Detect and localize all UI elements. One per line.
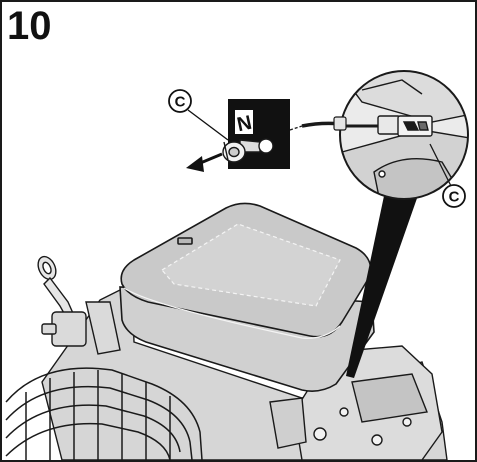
step-number: 10 xyxy=(7,4,52,48)
callout-c-left: C xyxy=(168,89,229,141)
callout-c-right: C xyxy=(442,184,466,208)
neutral-sensor-screw xyxy=(222,138,274,163)
connector-icon xyxy=(397,115,433,137)
callout-leader-right xyxy=(429,143,453,189)
muffler-guard xyxy=(5,367,203,460)
neutral-switch-label: N xyxy=(228,99,290,169)
neutral-symbol: N xyxy=(235,112,254,137)
magnifier-pointer xyxy=(346,177,422,378)
sensor-wire xyxy=(289,116,347,131)
callout-c-right-label: C xyxy=(449,189,460,206)
fuel-bracket xyxy=(41,301,121,355)
air-cleaner-cover xyxy=(119,202,375,392)
arrow-left-icon xyxy=(186,152,223,172)
callout-c-left-label: C xyxy=(175,94,186,111)
